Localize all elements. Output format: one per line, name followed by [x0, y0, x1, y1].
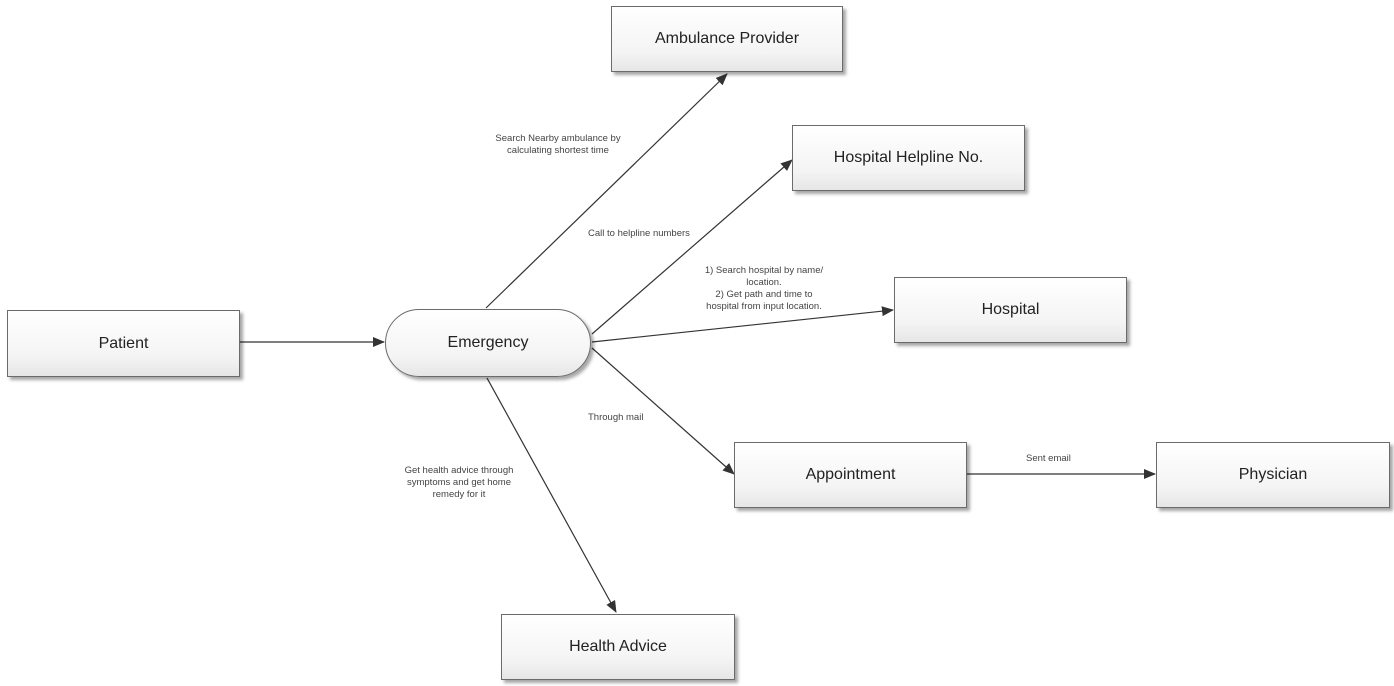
node-label: Appointment	[805, 466, 896, 483]
arrow-emergency-to-hospital	[591, 306, 894, 343]
edge-label-search-ambulance: Search Nearby ambulance by calculating s…	[495, 133, 621, 156]
arrow-emergency-to-appointment	[591, 347, 735, 475]
edge-label-sent-email: Sent email	[1026, 453, 1071, 464]
arrow-emergency-to-helpline	[591, 159, 793, 335]
arrow-emergency-to-ambulance	[485, 73, 728, 309]
arrow-emergency-to-health-advice	[486, 377, 617, 613]
node-label: Physician	[1238, 466, 1308, 483]
node-label: Ambulance Provider	[654, 30, 800, 47]
edge-label-health-advice: Get health advice through symptoms and g…	[404, 465, 514, 500]
edge-label-search-hospital: 1) Search hospital by name/ location. 2)…	[704, 265, 824, 312]
node-label: Health Advice	[569, 638, 667, 655]
edge-label-through-mail: Through mail	[588, 412, 644, 423]
node-label: Patient	[98, 334, 149, 352]
node-label: Hospital Helpline No.	[833, 149, 984, 166]
node-hospital-helpline: Hospital Helpline No.	[792, 125, 1025, 191]
node-appointment: Appointment	[734, 442, 967, 508]
node-label: Hospital	[981, 301, 1040, 318]
node-ambulance-provider: Ambulance Provider	[611, 6, 843, 72]
node-physician: Physician	[1156, 442, 1390, 508]
node-label: Emergency	[447, 334, 529, 351]
node-hospital: Hospital	[894, 277, 1127, 343]
edge-label-call-helpline: Call to helpline numbers	[588, 228, 690, 239]
node-emergency: Emergency	[385, 309, 591, 377]
node-health-advice: Health Advice	[501, 614, 735, 680]
node-patient: Patient	[7, 310, 240, 377]
